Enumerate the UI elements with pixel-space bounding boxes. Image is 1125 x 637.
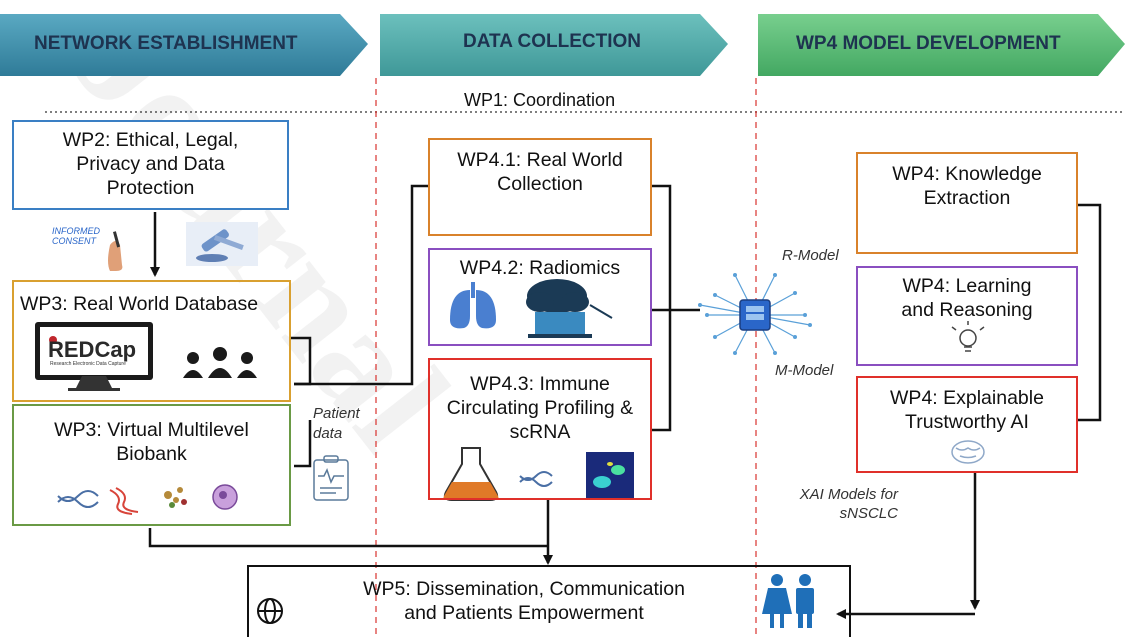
- dna-icon-3: [519, 471, 553, 487]
- patient-data-label: Patient data: [313, 405, 360, 442]
- wp5-title: WP5: Dissemination, Communication and Pa…: [363, 578, 685, 624]
- explainable-ai-box: WP4: Explainable Trustworthy AI: [856, 376, 1078, 473]
- wp5-box: WP5: Dissemination, Communication and Pa…: [247, 565, 851, 637]
- wp41-box: WP4.1: Real World Collection: [428, 138, 652, 236]
- ai-processor-icon: [698, 273, 812, 355]
- xai-models-label: XAI Models for sNSCLC: [799, 486, 898, 522]
- informed-consent-label: INFORMED CONSENT: [52, 226, 100, 246]
- wp2-title: WP2: Ethical, Legal, Privacy and Data Pr…: [62, 129, 239, 199]
- cloud-laptop-icon: [526, 279, 613, 338]
- redcap-logo-text: REDCap: [48, 337, 137, 362]
- wp43-title: WP4.3: Immune Circulating Profiling & sc…: [446, 373, 634, 443]
- wp42-title: WP4.2: Radiomics: [459, 257, 621, 279]
- scatter-plot-icon: [586, 452, 634, 498]
- wp2-box: WP2: Ethical, Legal, Privacy and Data Pr…: [12, 120, 289, 210]
- knowledge-extraction-box: WP4: Knowledge Extraction: [856, 152, 1078, 254]
- banner-data-shape: [380, 14, 728, 76]
- clipboard-icon: [313, 455, 349, 501]
- dna-icon-2: [109, 487, 139, 515]
- banner-wp4-model-development: WP4 MODEL DEVELOPMENT: [796, 33, 1061, 54]
- cell-icon: [212, 484, 238, 510]
- protein-icon: [164, 487, 187, 508]
- m-model-label: M-Model: [775, 362, 834, 379]
- wp3-real-world-database-box: WP3: Real World Database: [12, 280, 291, 402]
- wp42-box: WP4.2: Radiomics: [428, 248, 652, 346]
- brain-icon: [951, 440, 985, 464]
- flask-icon: [443, 447, 499, 501]
- wp3-biobank-box: WP3: Virtual Multilevel Biobank: [12, 404, 291, 526]
- knowledge-title: WP4: Knowledge Extraction: [892, 163, 1042, 209]
- learning-title: WP4: Learning and Reasoning: [901, 275, 1033, 321]
- learning-reasoning-box: WP4: Learning and Reasoning: [856, 266, 1078, 366]
- lungs-icon: [450, 282, 496, 329]
- wp3-db-title: WP3: Real World Database: [20, 293, 259, 315]
- wp1-coordination-label: WP1: Coordination: [464, 90, 616, 110]
- monitor-icon: [35, 322, 153, 391]
- redcap-subtitle: Research Electronic Data Capture: [50, 361, 126, 367]
- patients-icon: [762, 574, 814, 628]
- lightbulb-icon: [951, 321, 985, 352]
- wp3-biobank-title: WP3: Virtual Multilevel Biobank: [54, 419, 249, 465]
- gavel-icon: [186, 222, 258, 266]
- dna-icon-1: [57, 490, 99, 508]
- hand-icon: [108, 231, 123, 271]
- banner-network-establishment: NETWORK ESTABLISHMENT: [34, 33, 298, 54]
- r-model-label: R-Model: [782, 247, 839, 264]
- banner-network-shape: [0, 14, 368, 76]
- wp43-box: WP4.3: Immune Circulating Profiling & sc…: [428, 358, 652, 500]
- explainable-title: WP4: Explainable Trustworthy AI: [890, 387, 1044, 433]
- banner-data-collection: DATA COLLECTION: [463, 31, 642, 52]
- banner-model-shape: [758, 14, 1125, 76]
- globe-icon: [257, 598, 283, 624]
- wp41-title: WP4.1: Real World Collection: [457, 149, 623, 195]
- people-group-icon: [183, 347, 257, 378]
